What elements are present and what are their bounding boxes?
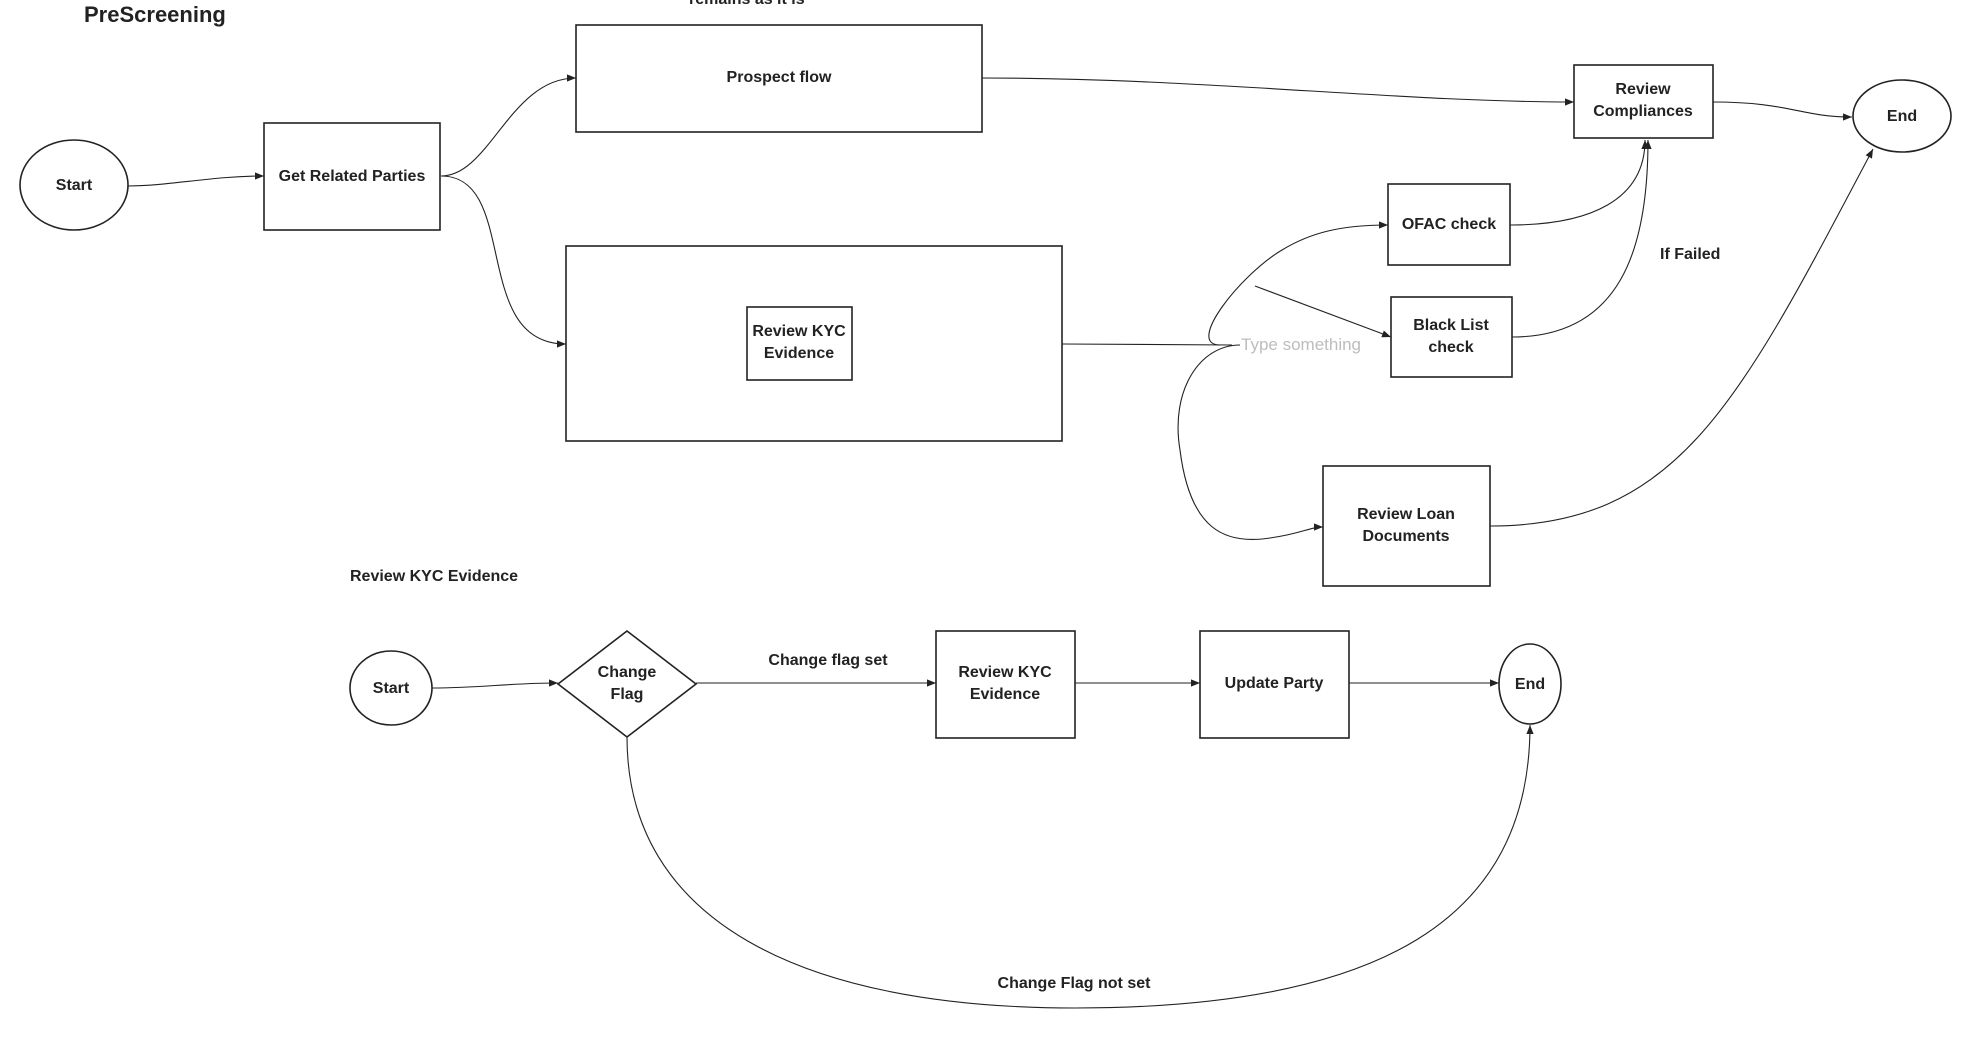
top-note: remains as it is (689, 0, 805, 8)
update-party-label: Update Party (1225, 675, 1324, 692)
ofac-check-node (1387, 183, 1511, 266)
prospect-flow-node (575, 24, 983, 133)
edge-ofac-to-review-compliances (1509, 139, 1649, 226)
edge-branch-to-black-list (1254, 285, 1392, 338)
edge-prospect-to-review-compliances (981, 77, 1575, 106)
sub-review-kyc-evidence-node (935, 630, 1076, 739)
update-party-node (1199, 630, 1350, 739)
change-flag-line2: Flag (611, 686, 644, 703)
review-kyc-inner-line2: Evidence (764, 345, 834, 362)
edge-black-list-to-review-compliances (1511, 139, 1652, 338)
sub-start-node (349, 650, 433, 726)
edge-start-to-get-related-parties (127, 172, 265, 187)
if-failed-label: If Failed (1660, 246, 1720, 263)
edge-kyc-container-to-junction (1061, 343, 1233, 346)
start-node-label: Start (56, 177, 93, 194)
edge-sub-start-to-change-flag (431, 679, 559, 689)
edge-review-compliances-to-end (1712, 101, 1853, 121)
start-node (19, 139, 129, 231)
subflow-title: Review KYC Evidence (350, 568, 518, 585)
text-placeholder[interactable]: Type something (1241, 335, 1361, 354)
edge-loan-docs-to-end (1489, 148, 1874, 527)
get-related-parties-node (263, 122, 441, 231)
review-compliances-node (1573, 64, 1714, 139)
black-list-check-line2: check (1428, 339, 1473, 356)
review-loan-documents-line1: Review Loan (1357, 506, 1455, 523)
edge-junction-to-loan-docs (1177, 344, 1324, 541)
black-list-check-line1: Black List (1413, 317, 1489, 334)
sub-review-kyc-line2: Evidence (970, 686, 1040, 703)
sub-review-kyc-line1: Review KYC (958, 664, 1052, 681)
review-loan-documents-node (1322, 465, 1491, 587)
ofac-check-label: OFAC check (1402, 216, 1496, 233)
sub-end-node (1498, 643, 1562, 725)
review-loan-documents-line2: Documents (1362, 528, 1449, 545)
edge-junction-to-ofac (1208, 221, 1389, 346)
edge-related-to-prospect (440, 74, 577, 177)
edge-related-to-kyc-container (440, 175, 567, 348)
end-node (1852, 79, 1952, 153)
sub-end-label: End (1515, 676, 1545, 693)
review-compliances-line2: Compliances (1593, 103, 1693, 120)
change-flag-not-set-label: Change Flag not set (998, 975, 1152, 992)
review-compliances-line1: Review (1615, 81, 1671, 98)
black-list-check-node (1390, 296, 1513, 378)
change-flag-set-label: Change flag set (768, 652, 888, 669)
sub-start-label: Start (373, 680, 410, 697)
prospect-flow-label: Prospect flow (727, 69, 832, 86)
change-flag-decision-node (556, 629, 698, 739)
diagram-title: PreScreening (84, 2, 226, 27)
review-kyc-evidence-inner-node (746, 306, 853, 381)
change-flag-line1: Change (598, 664, 657, 681)
review-kyc-inner-line1: Review KYC (752, 323, 846, 340)
get-related-parties-label: Get Related Parties (279, 168, 426, 185)
end-node-label: End (1887, 108, 1917, 125)
edge-change-flag-not-set-to-end (626, 724, 1534, 1009)
